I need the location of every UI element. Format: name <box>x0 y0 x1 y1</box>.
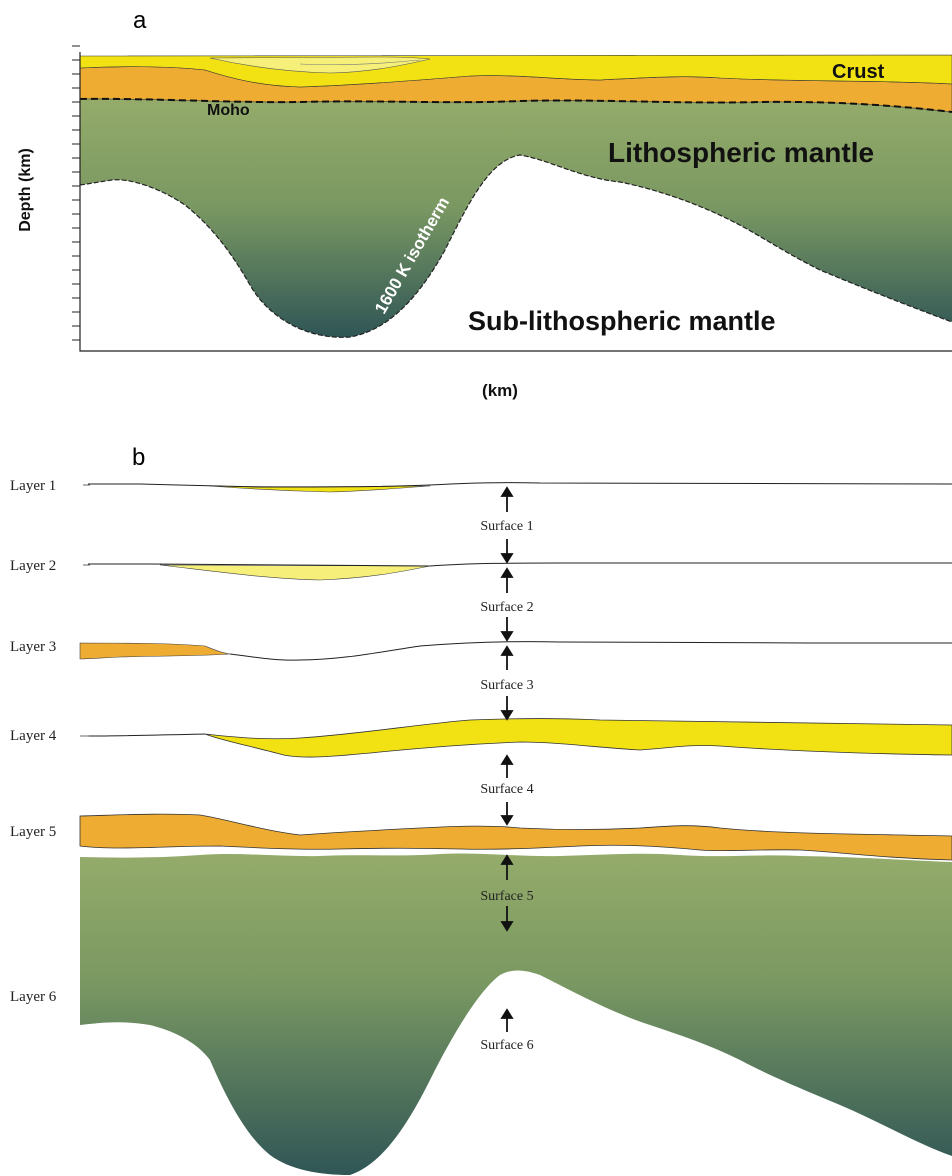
layer-label-2: Layer 2 <box>10 558 56 574</box>
layer-2-fill <box>159 564 431 581</box>
lithospheric-mantle-label: Lithospheric mantle <box>608 137 874 168</box>
surface-5-arrows <box>500 854 514 932</box>
layer-2-line <box>88 562 952 567</box>
layer-label-1: Layer 1 <box>10 478 56 494</box>
y-axis-ticks <box>72 45 80 341</box>
panel-a-letter: a <box>133 7 147 34</box>
layer-3 <box>79 641 952 661</box>
x-axis-label: (km) <box>482 381 518 400</box>
panel-b: b Layer 1 Layer 2 Layer 3 Layer 4 Lay <box>10 444 952 1175</box>
surface-6-arrows <box>500 1008 514 1032</box>
layer-label-4: Layer 4 <box>10 728 57 744</box>
layer-4-line-left <box>87 733 206 737</box>
surface-label-1: Surface 1 <box>480 519 533 534</box>
sub-lithospheric-mantle-label: Sub-lithospheric mantle <box>468 306 776 336</box>
panel-b-letter: b <box>132 444 145 471</box>
layer-3-line <box>229 641 952 661</box>
layer-4-fill <box>204 718 952 758</box>
layer-4 <box>87 718 952 758</box>
layer-3-fill <box>79 642 231 660</box>
layer-2 <box>88 562 952 581</box>
sediment-lens-inner <box>299 59 421 66</box>
layer-leader-lines <box>80 484 90 737</box>
y-axis-label: Depth (km) <box>17 148 34 232</box>
layer-label-6: Layer 6 <box>10 989 57 1005</box>
layer-5-fill <box>79 813 952 861</box>
layer-label-5: Layer 5 <box>10 824 56 840</box>
layer-6-fill <box>80 853 952 1175</box>
surface-label-2: Surface 2 <box>480 600 533 615</box>
surface-label-4: Surface 4 <box>480 782 533 797</box>
moho-line <box>79 97 952 113</box>
surface-1-arrows <box>500 486 514 564</box>
layer-1-line <box>88 482 952 488</box>
lithospheric-mantle-area <box>80 98 952 338</box>
surface-3-arrows <box>500 645 514 721</box>
layer-1 <box>88 482 952 493</box>
crust-label: Crust <box>832 61 885 83</box>
surface-label-6: Surface 6 <box>480 1038 533 1053</box>
surface-2-arrows <box>500 567 514 642</box>
layer-label-3: Layer 3 <box>10 639 56 655</box>
surface-label-3: Surface 3 <box>480 678 533 693</box>
moho-label: Moho <box>207 102 250 119</box>
isotherm-line <box>79 154 952 338</box>
sediment-lens <box>209 56 431 74</box>
panel-a-frame <box>79 52 952 352</box>
panel-a: a Depth (km) (km) Cr <box>17 7 952 400</box>
surface-label-5: Surface 5 <box>480 889 533 904</box>
surface-4-arrows <box>500 754 514 826</box>
